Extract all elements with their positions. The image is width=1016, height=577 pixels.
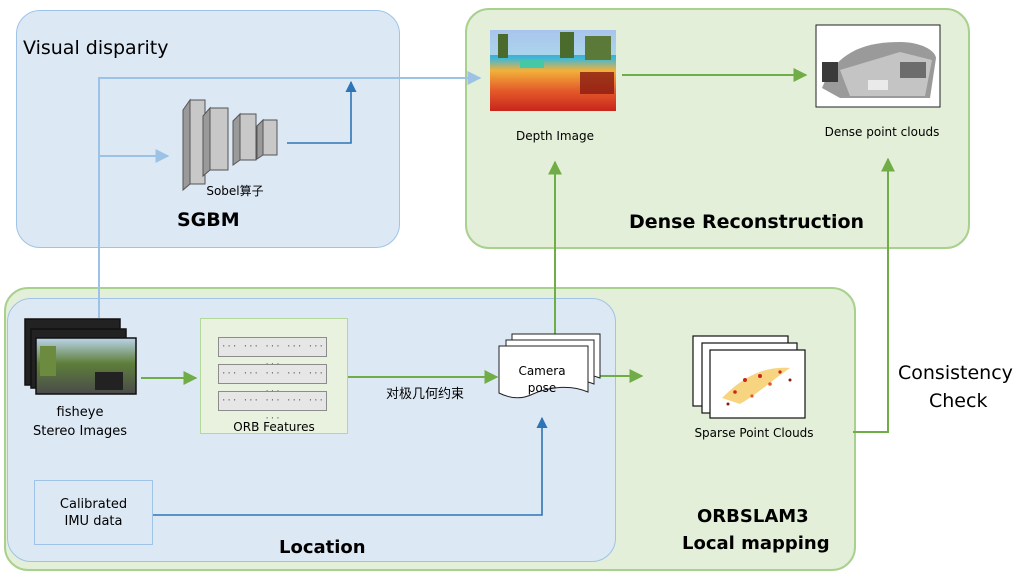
depth-image-thumbnail: [490, 30, 616, 111]
imu-label-line2: IMU data: [64, 513, 123, 529]
epipolar-constraint-label: 对极几何约束: [386, 387, 465, 402]
sgbm-title: SGBM: [177, 209, 240, 231]
sparse-points: [722, 367, 792, 406]
orbslam3-title-line1: ORBSLAM3: [697, 506, 809, 527]
orb-features-label: ORB Features: [233, 420, 315, 434]
sobel-label: Sobel算子: [206, 184, 264, 198]
stereo-images-label-line1: fisheye: [56, 405, 104, 420]
camera-pose-document-icon: [498, 333, 601, 399]
orb-feature-item: ··· ··· ··· ··· ··· ···: [218, 364, 327, 397]
imu-to-pose-arrow: [152, 416, 548, 516]
camera-pose-label-line1: Camera: [518, 364, 566, 378]
stereo-images-thumbnail: [24, 318, 137, 395]
sparse-to-dense-arrow: [853, 157, 895, 433]
location-title: Location: [279, 537, 366, 558]
dense-point-clouds-thumbnail: [815, 24, 941, 108]
dense-reconstruction-title: Dense Reconstruction: [629, 211, 865, 233]
orbslam3-title-line2: Local mapping: [682, 533, 830, 554]
consistency-check-line1: Consistency: [898, 362, 1013, 384]
camera-pose-label-line2: pose: [527, 381, 557, 395]
consistency-check-line2: Check: [929, 390, 988, 412]
stereo-to-depth-arrow: [98, 71, 482, 318]
imu-data-box: Calibrated IMU data: [34, 480, 153, 545]
sparse-point-clouds-label: Sparse Point Clouds: [694, 426, 814, 440]
sobel-layers-icon: [182, 98, 278, 192]
orb-feature-item: ··· ··· ··· ··· ··· ···: [218, 391, 327, 424]
imu-label-line1: Calibrated: [59, 496, 128, 512]
orb-features-box: ··· ··· ··· ··· ··· ··· ··· ··· ··· ··· …: [200, 318, 348, 434]
depth-image-label: Depth Image: [516, 129, 594, 143]
visual-disparity-title: Visual disparity: [23, 37, 169, 59]
sobel-to-sgbm-arrow: [287, 80, 357, 144]
orb-feature-item: ··· ··· ··· ··· ··· ···: [218, 337, 327, 370]
dense-point-clouds-label: Dense point clouds: [824, 125, 940, 139]
stereo-images-label-line2: Stereo Images: [33, 424, 127, 439]
